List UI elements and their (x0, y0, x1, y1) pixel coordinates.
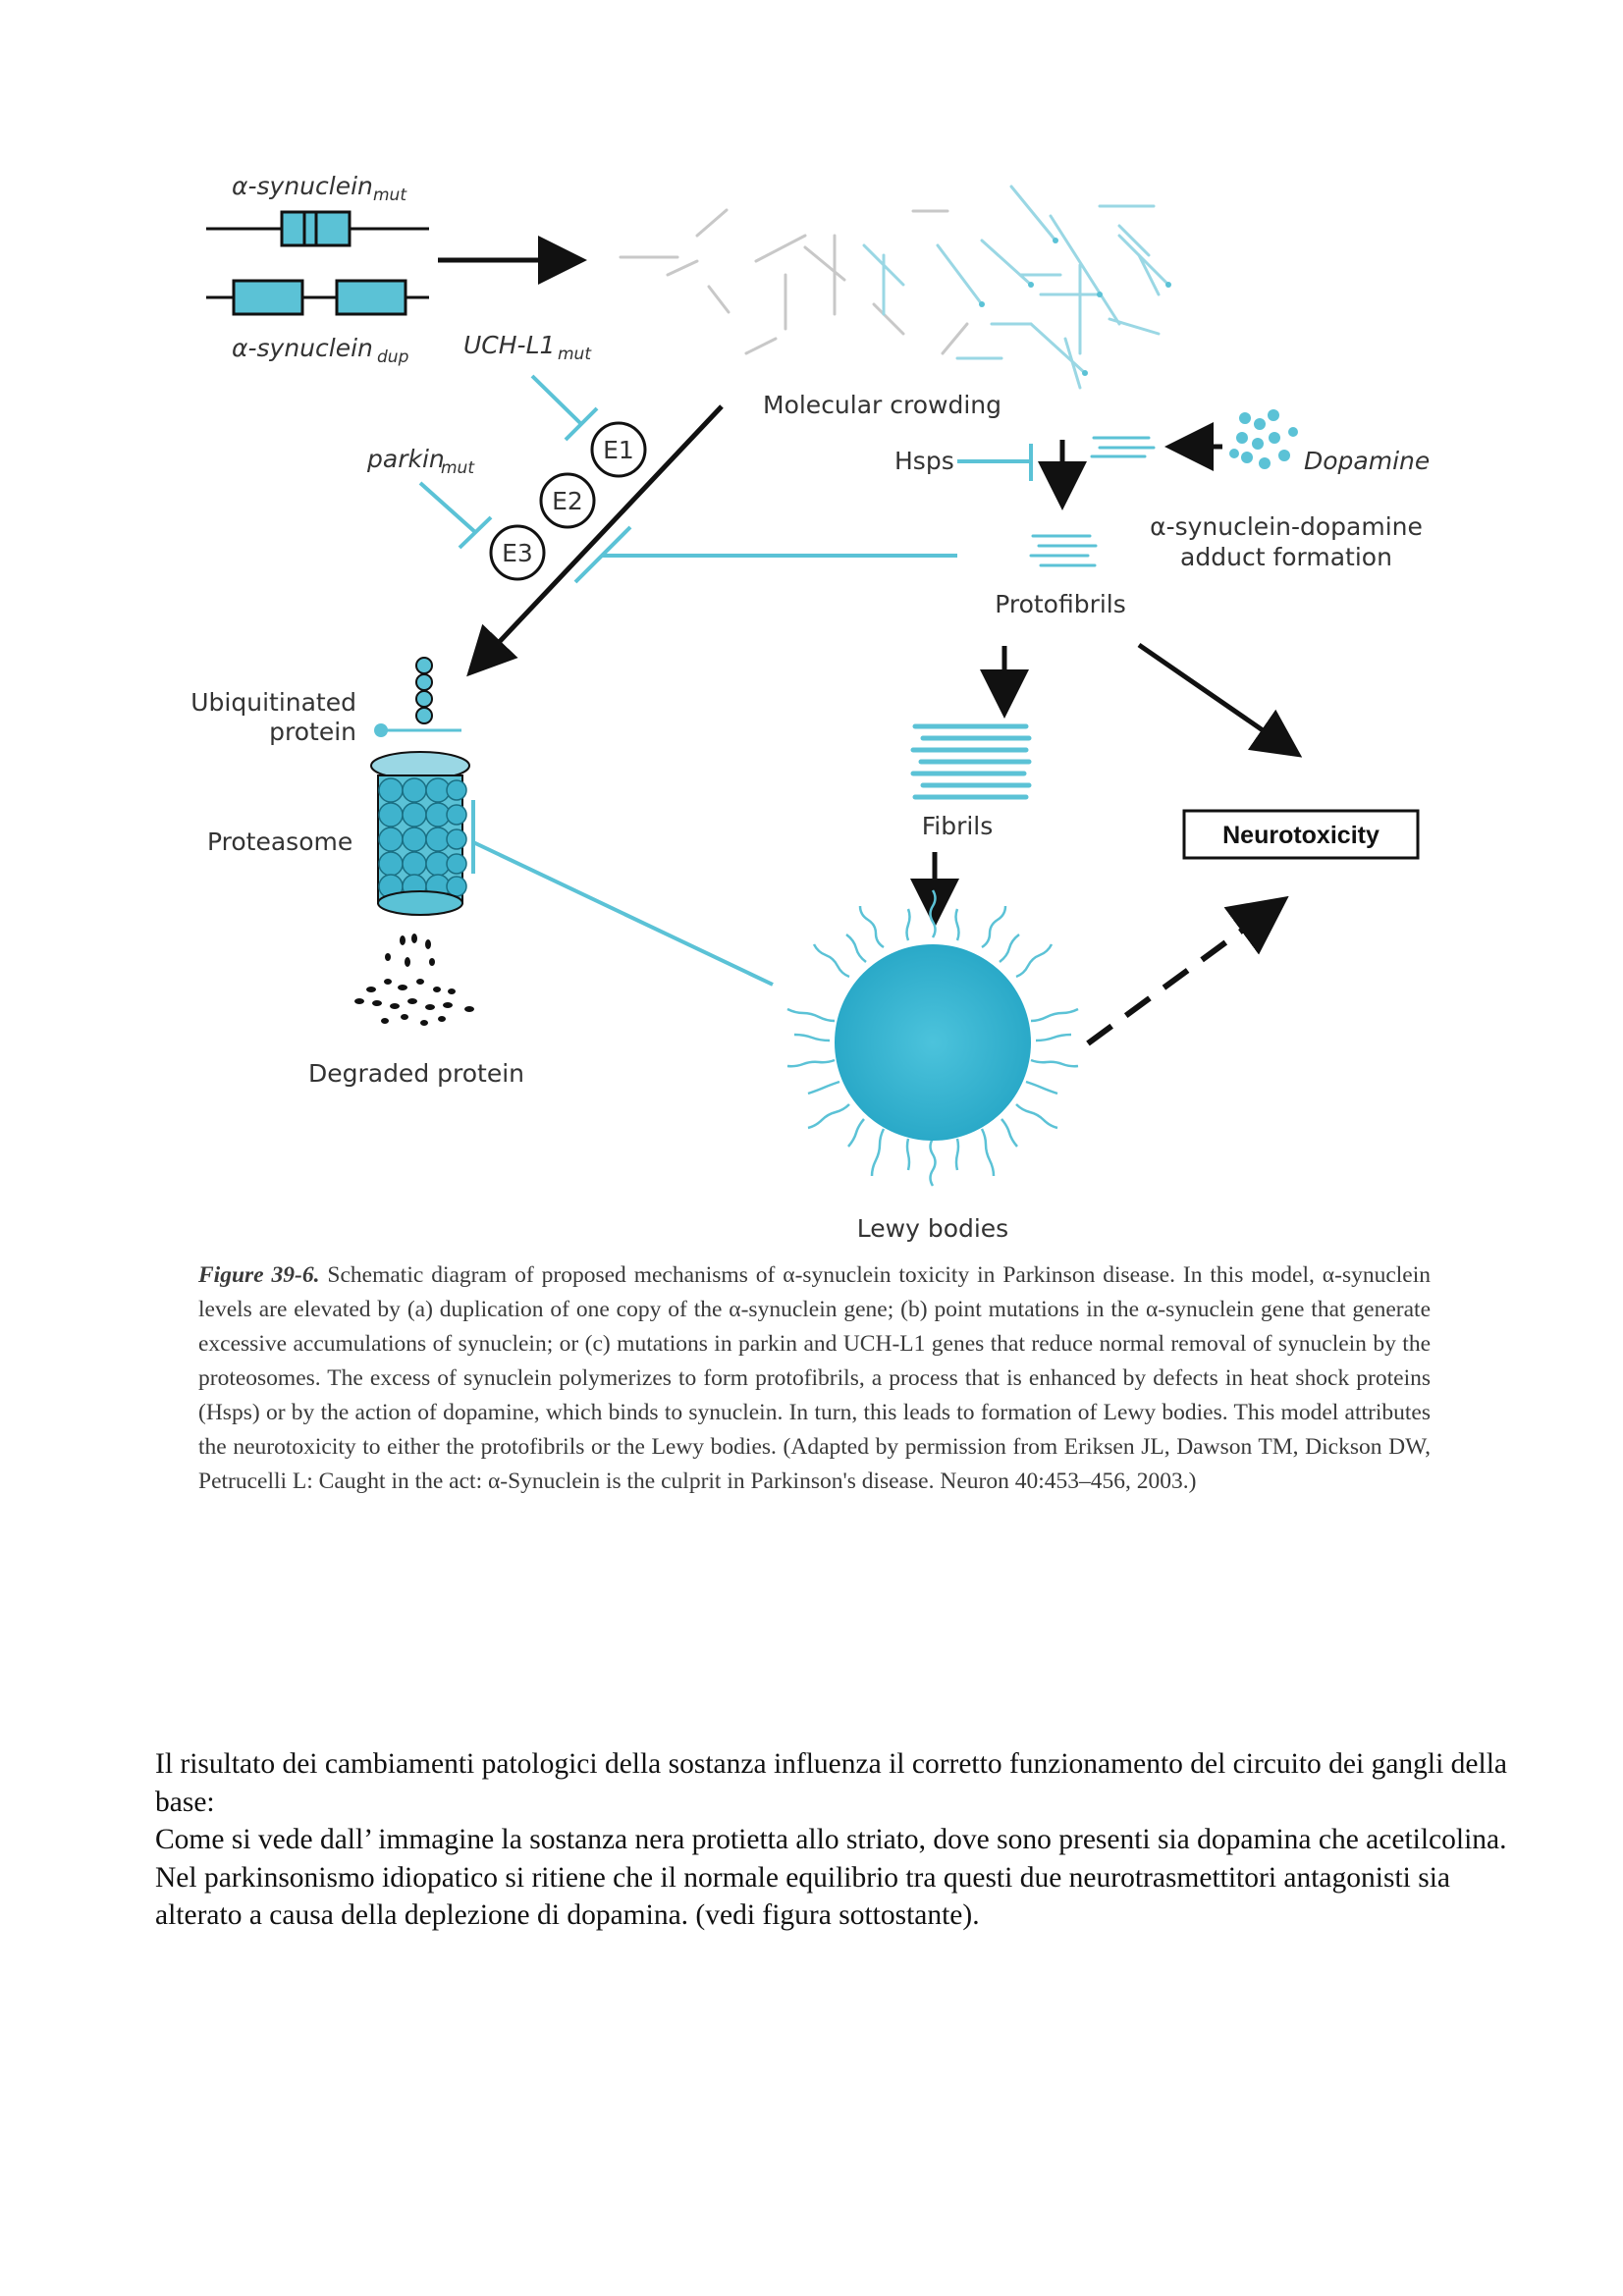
proteasome-label: Proteasome (207, 828, 352, 856)
ubiquitin-chain (415, 657, 433, 724)
dopamine-dots (1229, 409, 1298, 469)
parkin-inhibition (418, 481, 493, 550)
figure-caption-label: Figure 39-6. (198, 1262, 320, 1288)
lewy-body-shape (786, 889, 1079, 1187)
dopamine-label: Dopamine (1304, 447, 1430, 475)
adduct-fragments (1090, 436, 1156, 458)
e2-label: E2 (552, 487, 583, 515)
parkin-subscript: mut (441, 458, 475, 478)
uch-l1-inhibition (530, 374, 599, 442)
adduct-label-line2: adduct formation (1180, 543, 1392, 571)
ubiquitinated-label-line2: protein (269, 718, 356, 746)
lewy-inhibit-proteasome (471, 800, 774, 987)
degraded-protein-label: Degraded protein (308, 1059, 524, 1088)
e1-enzyme: E1 (590, 421, 647, 478)
arrow-protofibrils-to-neurotoxicity (1137, 642, 1303, 758)
neurotoxicity-box: Neurotoxicity (1182, 809, 1420, 860)
lewy-bodies-label: Lewy bodies (857, 1214, 1008, 1243)
arrow-crowding-to-ubiquitination (466, 404, 724, 677)
molecular-crowding-fragments (619, 185, 1171, 390)
asyn-mut-label: α-synuclein (232, 172, 373, 200)
uch-l1-subscript: mut (558, 345, 592, 364)
e3-enzyme: E3 (489, 524, 546, 581)
alpha-synuclein-dup-gene: α-synuclein dup (206, 279, 429, 367)
figure-caption-text: Schematic diagram of proposed mechanisms… (198, 1262, 1432, 1494)
asyn-dup-subscript: dup (377, 347, 409, 367)
adduct-label-line1: α-synuclein-dopamine (1150, 512, 1423, 541)
protofibrils-inhibit-ubiquitination (573, 525, 957, 584)
body-text: Il risultato dei cambiamenti patologici … (155, 1745, 1510, 1935)
hsps-label: Hsps (894, 447, 954, 475)
e1-label: E1 (603, 436, 634, 464)
fibrils-shape (910, 723, 1032, 800)
body-paragraph-2: Come si vede dall’ immagine la sostanza … (155, 1824, 1507, 1931)
neurotoxicity-label: Neurotoxicity (1222, 822, 1380, 849)
parkin-label: parkin (366, 445, 445, 473)
fibrils-label: Fibrils (922, 812, 994, 840)
hsps-inhibition (957, 444, 1033, 481)
body-paragraph-1: Il risultato dei cambiamenti patologici … (155, 1748, 1508, 1818)
protofibrils-shape (1029, 534, 1098, 567)
degraded-protein-dots (354, 934, 474, 1026)
arrow-lewy-to-neurotoxicity (1086, 895, 1289, 1046)
proteasome-shape (370, 751, 470, 916)
ubiquitinated-label-line1: Ubiquitinated (190, 688, 356, 717)
e2-enzyme: E2 (539, 472, 596, 529)
asyn-mut-subscript: mut (373, 186, 407, 205)
asyn-dup-label: α-synuclein (232, 334, 373, 362)
figure-diagram: α-synuclein mut α-synuclein dup (190, 172, 1430, 1243)
uch-l1-label: UCH-L1 (463, 331, 555, 359)
molecular-crowding-label: Molecular crowding (763, 391, 1001, 419)
protofibrils-label: Protofibrils (995, 590, 1126, 618)
figure-caption: Figure 39-6. Schematic diagram of propos… (198, 1258, 1431, 1499)
alpha-synuclein-mut-gene: α-synuclein mut (206, 172, 429, 247)
e3-label: E3 (502, 539, 533, 567)
